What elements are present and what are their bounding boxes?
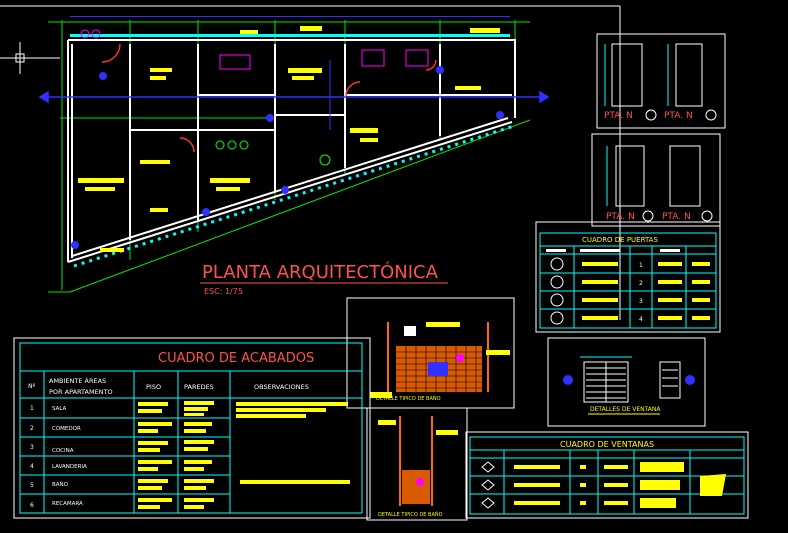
windows-table-title: CUADRO DE VENTANAS xyxy=(560,440,654,449)
row-num: 5 xyxy=(30,482,34,489)
row-room: RECAMARA xyxy=(52,501,83,507)
door-tag-icon xyxy=(705,109,717,121)
room-labels xyxy=(78,26,500,252)
row-room: COMEDOR xyxy=(52,426,81,432)
row-num: 6 xyxy=(30,502,34,509)
row-room: LAVANDERIA xyxy=(52,464,87,470)
bath-detail: DETALLE TIPICO DE BAÑO DETALLE TIPICO DE… xyxy=(346,297,515,521)
header-ambiente: AMBIENTE ÁREAS xyxy=(49,376,106,385)
door-mark: 1 xyxy=(639,262,643,269)
window-details: DETALLES DE VENTANA xyxy=(547,337,706,427)
door-mark: 2 xyxy=(639,280,643,287)
row-num: 4 xyxy=(30,463,34,470)
section-markers xyxy=(71,66,504,249)
door-label-a: PTA. N xyxy=(606,212,635,222)
door-label-a: PTA. N xyxy=(604,111,633,121)
row-num: 2 xyxy=(30,425,34,432)
cursor-crosshair-icon xyxy=(0,42,60,74)
finishes-table-title: CUADRO DE ACABADOS xyxy=(158,351,314,366)
diagonal-dimension-marks xyxy=(73,124,515,268)
top-dimension-chain xyxy=(70,16,510,37)
door-tag-icon xyxy=(642,210,654,222)
plan-walls xyxy=(67,39,516,263)
bath-detail-caption-bottom: DETALLE TIPICO DE BAÑO xyxy=(378,511,443,518)
door-swings xyxy=(101,43,437,153)
finishes-table: CUADRO DE ACABADOS Nº AMBIENTE ÁREAS POR… xyxy=(13,337,371,519)
plan-title: PLANTA ARQUITECTÓNICA xyxy=(202,261,439,283)
windows-table: CUADRO DE VENTANAS xyxy=(465,431,749,519)
header-observaciones: OBSERVACIONES xyxy=(254,383,309,391)
header-ambiente: POR APARTAMENTO xyxy=(49,388,113,396)
plan-axis-line xyxy=(38,60,550,130)
door-tag-icon xyxy=(701,210,713,222)
plan-fixtures xyxy=(80,29,429,166)
finishes-table-rows: 1 SALA 2 COMEDOR 3 COCINA 4 LAVANDERIA 5… xyxy=(30,405,87,509)
door-tag-icon xyxy=(645,109,657,121)
header-piso: PISO xyxy=(146,383,161,391)
doors-table-rows: 1 2 3 4 xyxy=(540,257,716,325)
row-num: 1 xyxy=(30,405,34,412)
row-room: BAÑO xyxy=(52,481,69,488)
finishes-spec-blocks xyxy=(138,401,350,509)
doors-table: CUADRO DE PUERTAS 1 2 3 4 xyxy=(535,221,721,333)
row-num: 3 xyxy=(30,444,34,451)
door-label-b: PTA. N xyxy=(662,212,691,222)
door-detail-bottom: PTA. N PTA. N xyxy=(591,133,721,227)
header-num: Nº xyxy=(28,383,35,390)
row-room: SALA xyxy=(52,406,67,412)
row-room: COCINA xyxy=(52,448,74,454)
floor-plan: PLANTA ARQUITECTÓNICA ESC: 1/75 xyxy=(38,16,550,296)
sheet-frame xyxy=(0,5,621,320)
header-paredes: PAREDES xyxy=(184,383,214,391)
plan-scale: ESC: 1/75 xyxy=(204,287,243,296)
door-mark: 3 xyxy=(639,298,643,305)
door-detail-top: PTA. N PTA. N xyxy=(596,33,726,129)
door-mark: 4 xyxy=(639,316,643,323)
bath-detail-caption-top: DETALLE TIPICO DE BAÑO xyxy=(376,395,441,402)
doors-table-title: CUADRO DE PUERTAS xyxy=(582,236,658,244)
window-details-caption: DETALLES DE VENTANA xyxy=(590,406,661,413)
door-label-b: PTA. N xyxy=(664,111,693,121)
